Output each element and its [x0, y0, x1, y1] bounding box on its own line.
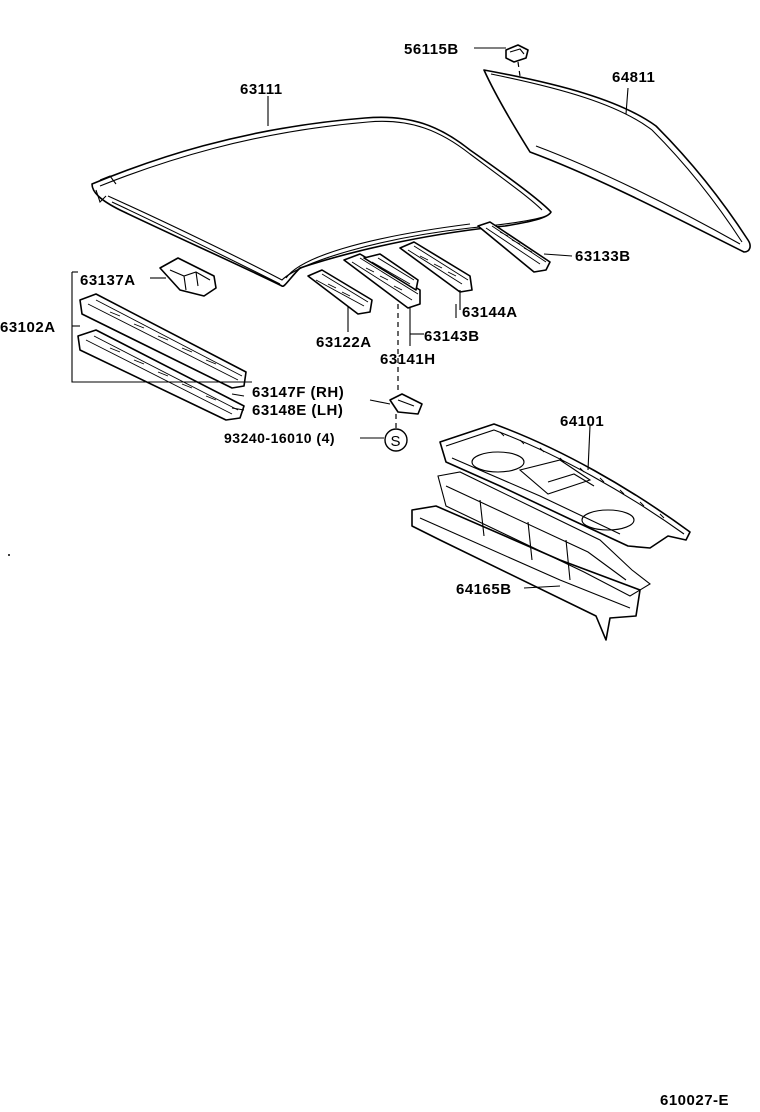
roof-bow-63133b-icon: [477, 221, 551, 273]
label-64165b: 64165B: [456, 581, 512, 598]
figure-code: 610027-E: [660, 1092, 729, 1109]
label-63137a: 63137A: [80, 272, 136, 289]
roof-bracket-63137a-icon: [159, 257, 217, 297]
label-93240: 93240-16010 (4): [224, 430, 335, 446]
label-64811: 64811: [612, 69, 655, 86]
label-63141h: 63141H: [380, 351, 436, 368]
roof-header-rear-icon: [77, 329, 245, 421]
label-64101: 64101: [560, 413, 604, 430]
label-63144a: 63144A: [462, 304, 518, 321]
label-63147f: 63147F (RH): [252, 384, 344, 401]
roof-bow-63143b-icon: [343, 253, 421, 309]
label-63148e: 63148E (LH): [252, 402, 343, 419]
roof-bow-63122a-icon: [307, 269, 373, 315]
roof-header-front-icon: [79, 293, 247, 389]
screw-symbol-icon: [384, 428, 408, 452]
package-tray-panel-icon: [439, 423, 691, 549]
label-63122a: 63122A: [316, 334, 372, 351]
roof-bow-63141h-icon: [363, 253, 419, 291]
rear-panel-reinforcement-icon: [411, 471, 651, 641]
label-56115b: 56115B: [404, 41, 459, 58]
scan-dot: [8, 554, 10, 556]
screw-symbol-label: S: [391, 433, 402, 450]
label-63111: 63111: [240, 81, 283, 98]
back-window-glass-icon: [483, 69, 751, 253]
roof-bow-63144a-icon: [399, 241, 473, 293]
clip-icon: [505, 44, 529, 63]
label-63133b: 63133B: [575, 248, 631, 265]
roof-panel-icon: [91, 116, 552, 288]
label-63143b: 63143B: [424, 328, 480, 345]
bracket-63147f-icon: [389, 393, 423, 415]
label-63102a: 63102A: [0, 319, 56, 336]
